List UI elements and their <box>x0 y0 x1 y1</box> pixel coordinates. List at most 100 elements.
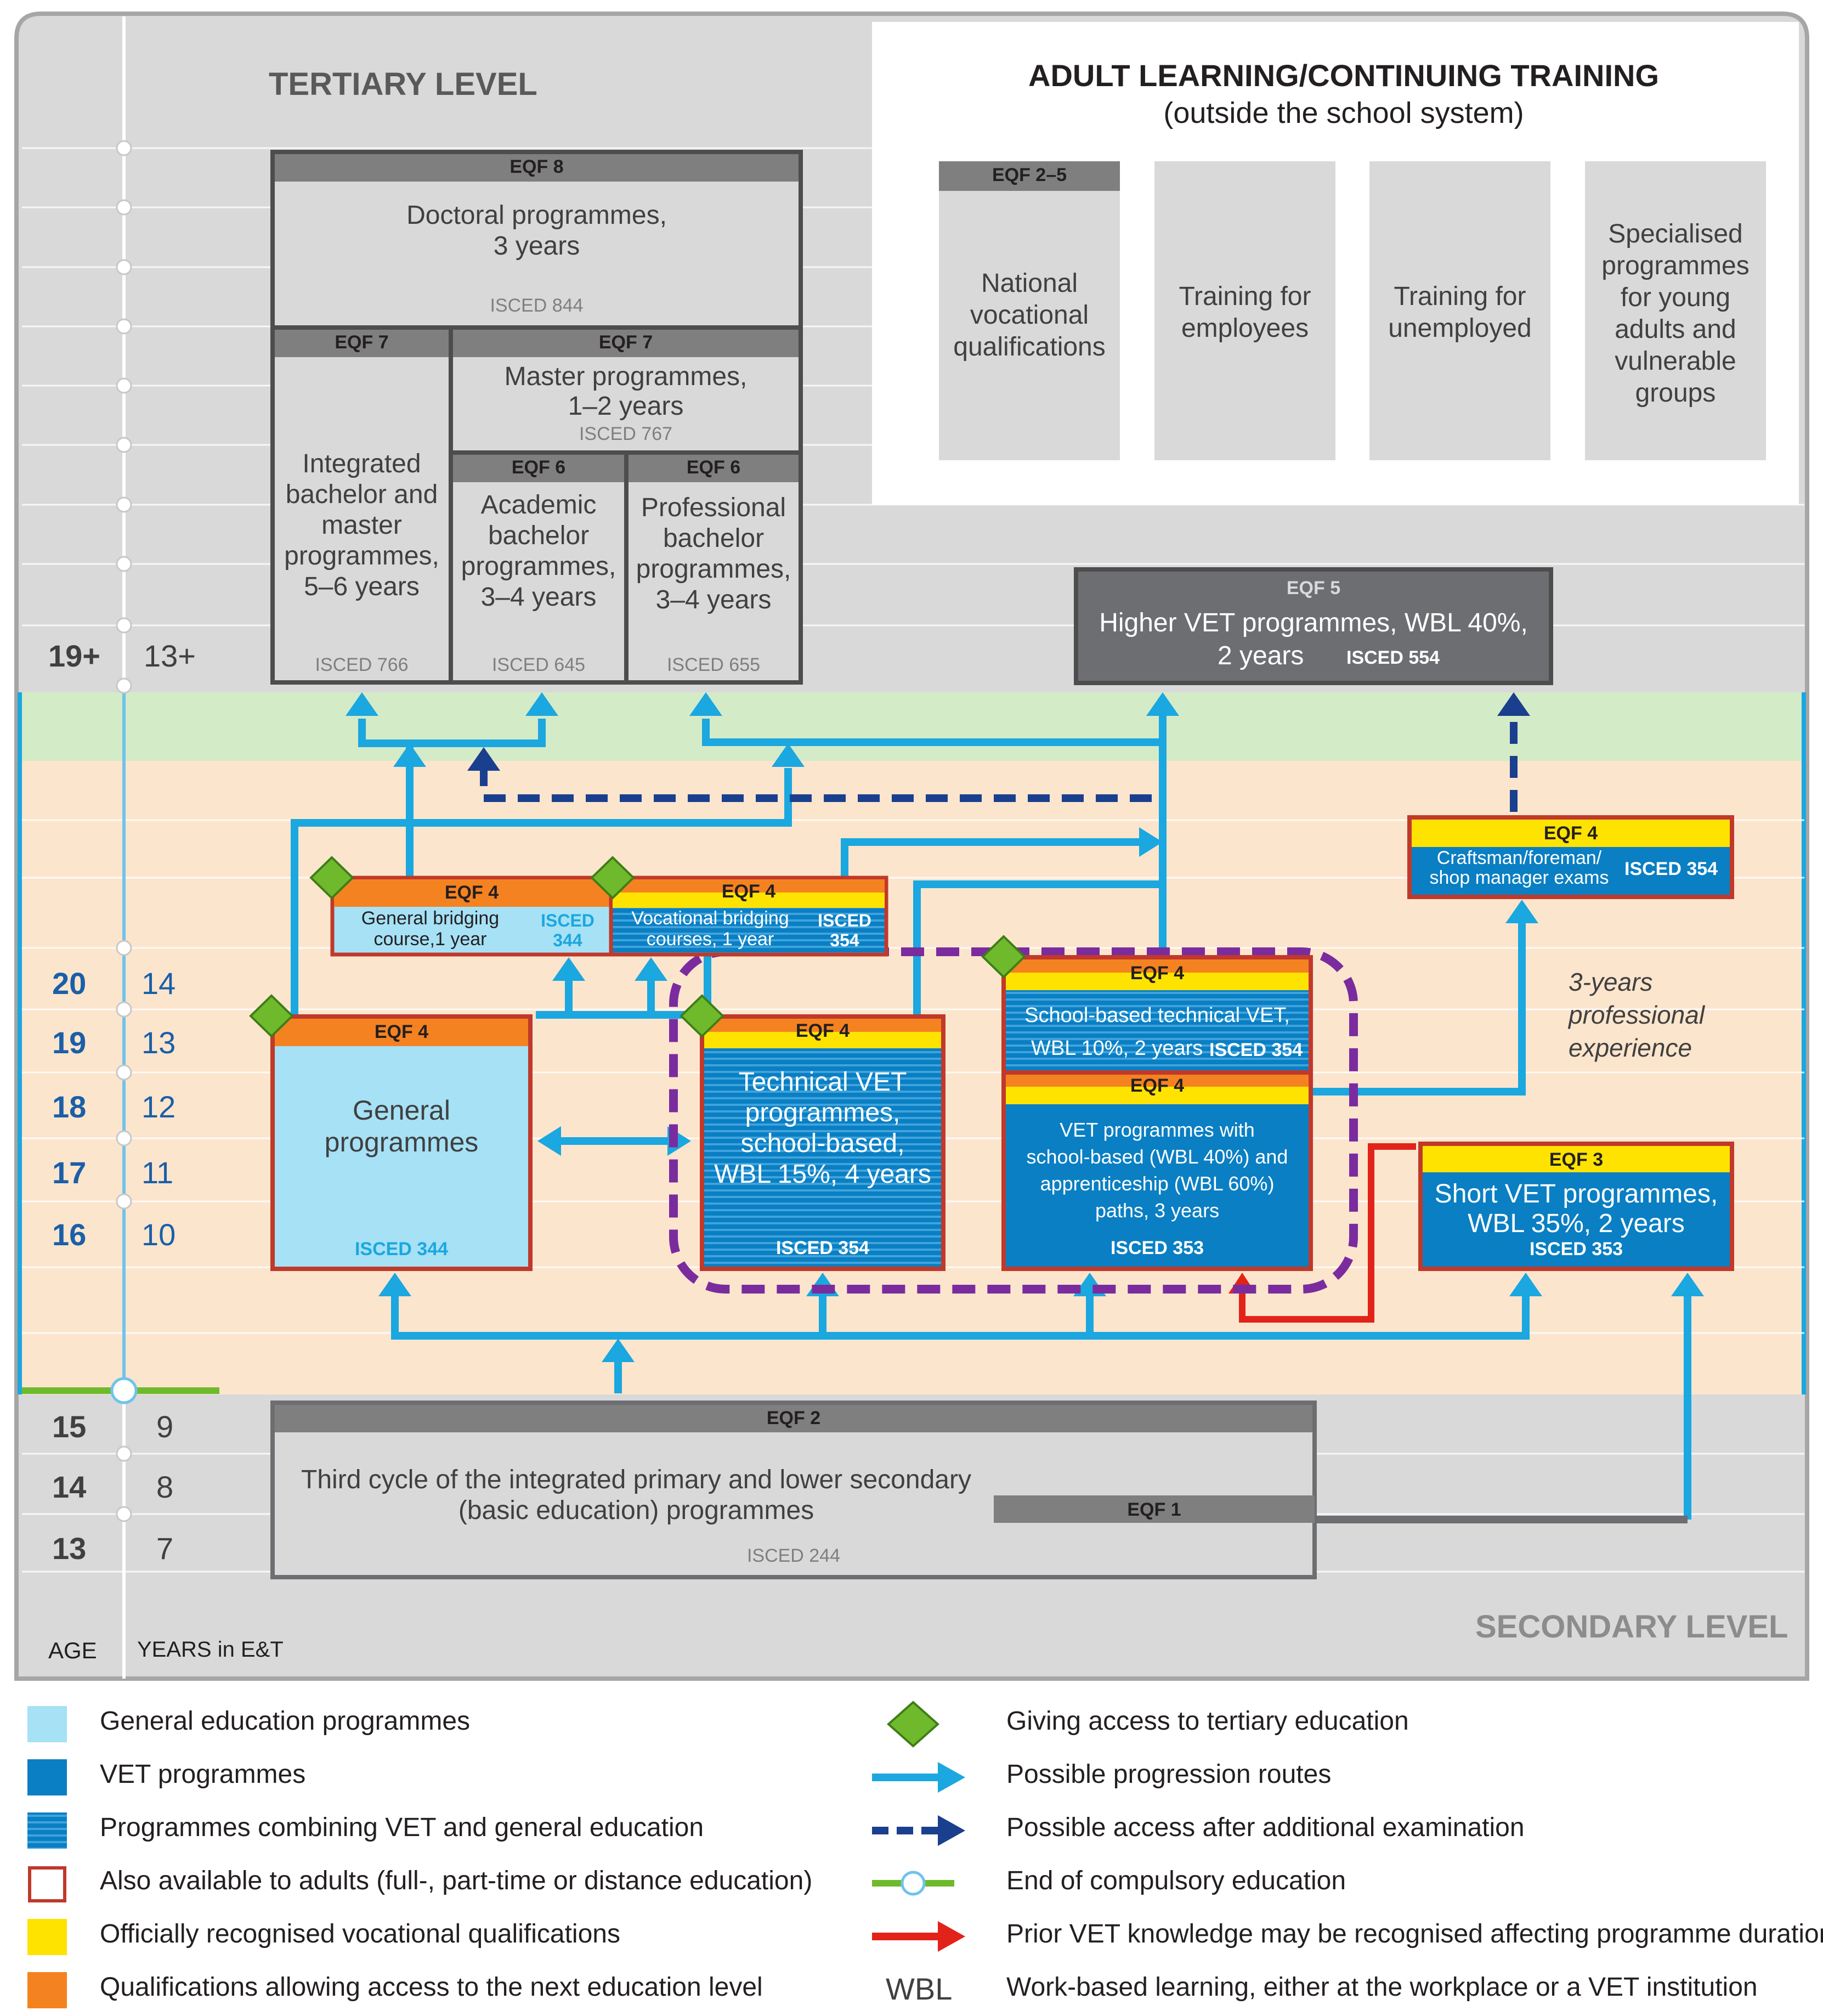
specialised-programmes-box: Specialised programmes for young adults … <box>1585 218 1766 409</box>
years-label: 10 <box>141 1217 176 1252</box>
box-line: programmes, <box>284 541 439 571</box>
legend-item: Possible progression routes <box>872 1754 1804 1803</box>
box-line: 1–2 years <box>568 392 684 421</box>
box-line: qualifications <box>953 332 1106 362</box>
school-based-technical-box: School-based technical VET, <box>1024 1004 1290 1027</box>
box-line: courses, 1 year <box>646 929 774 950</box>
national-qualifications-box: National vocational qualifications <box>939 268 1120 363</box>
note-line: professional <box>1569 1001 1705 1029</box>
eqf-label: EQF 4 <box>1543 823 1598 844</box>
box-line: school-based (WBL 40%) and <box>1026 1145 1288 1168</box>
isced-label: ISCED 353 <box>1529 1239 1623 1260</box>
box-line: adults and <box>1615 315 1736 344</box>
legend-label: Work-based learning, either at the workp… <box>1006 1973 1758 2002</box>
doctoral-programmes-box: Doctoral programmes, 3 years <box>275 200 799 262</box>
training-employees-box: Training for employees <box>1154 281 1335 345</box>
box-line: 3 years <box>493 231 580 261</box>
box-line: Training for <box>1394 282 1526 311</box>
isced-label: ISCED 244 <box>746 1545 841 1566</box>
vocational-bridging-box: Vocational bridging courses, 1 year <box>614 908 806 950</box>
box-line: programmes, <box>636 555 791 584</box>
isced-label: ISCED 344 <box>535 911 601 950</box>
vet-paths-box: VET programmes with school-based (WBL 40… <box>1006 1116 1309 1224</box>
legend-label: End of compulsory education <box>1006 1866 1346 1895</box>
box-line: paths, 3 years <box>1095 1199 1220 1222</box>
eqf-label: EQF 4 <box>721 881 776 902</box>
eqf-label: EQF 4 <box>444 882 499 903</box>
legend-item: VET programmes <box>0 1754 856 1803</box>
eqf-label: EQF 4 <box>374 1021 429 1042</box>
note-line: 3-years <box>1569 968 1653 996</box>
box-line: vocational <box>970 301 1089 330</box>
isced-label: ISCED 354 <box>1209 1040 1303 1060</box>
legend-item: End of compulsory education <box>872 1860 1804 1910</box>
box-line: WBL 10%, 2 years <box>1031 1037 1203 1060</box>
integrated-programmes-box: Integrated bachelor and master programme… <box>275 449 449 602</box>
years-axis-label: YEARS in E&T <box>137 1637 284 1662</box>
years-label: 13+ <box>144 639 196 673</box>
box-line: Craftsman/foreman/ <box>1436 848 1602 868</box>
legend-label: Qualifications allowing access to the ne… <box>100 1973 763 2002</box>
training-unemployed-box: Training for unemployed <box>1369 281 1550 345</box>
eqf-label: EQF 2–5 <box>992 165 1067 185</box>
age-label: 20 <box>52 966 87 1001</box>
isced-label: ISCED 353 <box>1110 1238 1204 1258</box>
box-line: master <box>321 511 402 540</box>
box-line: Training for <box>1179 282 1311 311</box>
eqf-label: EQF 6 <box>686 457 741 478</box>
box-line: for young <box>1620 283 1731 312</box>
box-line: ISCED <box>818 911 871 930</box>
academic-bachelor-box: Academic bachelor programmes, 3–4 years <box>453 490 624 613</box>
box-line: groups <box>1635 379 1716 408</box>
box-line: shop manager exams <box>1429 867 1609 888</box>
box-line: Integrated <box>302 449 421 478</box>
years-label: 14 <box>141 966 176 1001</box>
box-line: employees <box>1181 314 1309 343</box>
eqf-label: EQF 4 <box>1130 1075 1185 1096</box>
isced-label: ISCED 354 <box>775 1238 870 1258</box>
eqf-label: EQF 6 <box>511 457 566 478</box>
box-line: General <box>353 1095 450 1126</box>
years-label: 12 <box>141 1089 176 1124</box>
legend-label: Possible progression routes <box>1006 1760 1332 1789</box>
legend-item: Qualifications allowing access to the ne… <box>0 1967 856 2016</box>
legend-label: Possible access after additional examina… <box>1006 1813 1525 1842</box>
legend-item: Also available to adults (full-, part-ti… <box>0 1860 856 1910</box>
eqf-label: EQF 7 <box>598 332 653 353</box>
box-line: bachelor <box>488 521 590 550</box>
box-line: programmes <box>324 1127 479 1157</box>
years-label: 7 <box>156 1531 174 1566</box>
age-label: 19 <box>52 1025 87 1060</box>
adult-learning-subtitle: (outside the school system) <box>1163 97 1524 129</box>
eqf-label: EQF 4 <box>795 1020 850 1041</box>
legend-item: General education programmes <box>0 1701 856 1750</box>
box-line: vulnerable <box>1615 347 1736 376</box>
box-line: Technical VET <box>738 1068 907 1097</box>
legend-label: Prior VET knowledge may be recognised af… <box>1006 1919 1823 1949</box>
legend-label: General education programmes <box>100 1707 471 1736</box>
basic-education-box: Third cycle of the integrated primary an… <box>296 1465 976 1526</box>
legend-label: Also available to adults (full-, part-ti… <box>100 1866 813 1895</box>
age-label: 16 <box>52 1217 87 1252</box>
isced-label: ISCED 645 <box>491 654 586 675</box>
isced-label: ISCED 354 <box>1624 859 1718 879</box>
box-line: Academic <box>480 490 597 519</box>
box-line: General bridging <box>361 908 500 929</box>
eqf-label: EQF 7 <box>335 332 389 353</box>
legend-item: Possible access after additional examina… <box>872 1807 1804 1856</box>
box-line: VET programmes with <box>1060 1119 1255 1141</box>
age-label: 17 <box>52 1155 87 1190</box>
craftsman-exams-box: Craftsman/foreman/ shop manager exams <box>1415 848 1623 888</box>
legend-item: Giving access to tertiary education <box>872 1701 1804 1750</box>
eqf-label: EQF 8 <box>509 156 564 177</box>
box-line: Third cycle of the integrated primary an… <box>301 1465 971 1494</box>
box-line: Vocational bridging <box>631 908 789 929</box>
age-label: 18 <box>52 1089 87 1124</box>
years-label: 8 <box>156 1470 174 1504</box>
years-label: 11 <box>141 1155 174 1190</box>
age-label: 19+ <box>48 639 100 673</box>
short-vet-box: Short VET programmes, WBL 35%, 2 years <box>1423 1179 1730 1239</box>
age-axis-label: AGE <box>48 1637 97 1663</box>
eqf-label: EQF 5 <box>1286 578 1341 598</box>
